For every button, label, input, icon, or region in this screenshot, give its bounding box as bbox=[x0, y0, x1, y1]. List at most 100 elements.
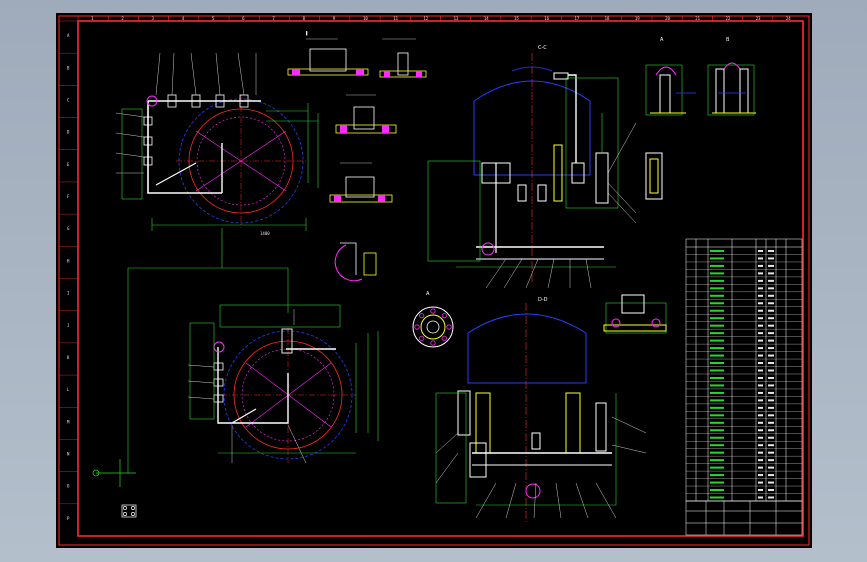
ucs-icon bbox=[92, 459, 137, 518]
zone-number-top: 19 bbox=[635, 16, 640, 21]
bolt-hole bbox=[430, 340, 436, 346]
parts-row-mark bbox=[710, 444, 724, 447]
parts-row-mark bbox=[768, 279, 774, 282]
parts-row-mark bbox=[710, 279, 724, 282]
zone-number-left: J bbox=[67, 323, 69, 328]
plan-view-bottom bbox=[187, 304, 379, 464]
zone-number-top: 15 bbox=[514, 16, 519, 21]
parts-row-mark bbox=[710, 466, 724, 469]
zone-number-top: 14 bbox=[484, 16, 489, 21]
parts-row-mark bbox=[768, 391, 774, 394]
parts-row-mark bbox=[758, 309, 763, 312]
parts-row-mark bbox=[758, 287, 763, 290]
parts-row-mark bbox=[758, 451, 763, 454]
parts-row-mark bbox=[710, 339, 724, 342]
zone-number-top: 9 bbox=[333, 16, 336, 21]
parts-row-mark bbox=[768, 414, 774, 417]
svg-text:D-D: D-D bbox=[538, 297, 548, 303]
parts-row-mark bbox=[758, 466, 763, 469]
parts-row-mark bbox=[710, 489, 724, 492]
zone-number-top: 1 bbox=[91, 16, 94, 21]
bolt-hole bbox=[414, 324, 420, 330]
parts-row-mark bbox=[768, 369, 774, 372]
parts-row-mark bbox=[768, 429, 774, 432]
bolt-hole bbox=[419, 313, 425, 319]
parts-row-mark bbox=[710, 391, 724, 394]
parts-row-mark bbox=[768, 459, 774, 462]
plan-view-top: 1400 bbox=[115, 52, 319, 473]
zone-number-left: C bbox=[67, 97, 70, 102]
parts-row-mark bbox=[768, 294, 774, 297]
tank-elevation-top: C-C bbox=[427, 45, 637, 289]
parts-row-mark bbox=[710, 496, 724, 499]
zone-number-top: 11 bbox=[393, 16, 398, 21]
zone-number-left: K bbox=[67, 355, 70, 360]
zone-number-top: 2 bbox=[121, 16, 124, 21]
flange-detail: A bbox=[412, 291, 454, 348]
zone-number-left: D bbox=[67, 130, 70, 135]
parts-row-mark bbox=[768, 421, 774, 424]
parts-row-mark bbox=[758, 459, 763, 462]
bolt-hole bbox=[441, 313, 447, 319]
parts-row-mark bbox=[758, 474, 763, 477]
side-views: A B bbox=[603, 37, 756, 334]
parts-row-mark bbox=[710, 474, 724, 477]
parts-row-mark bbox=[710, 376, 724, 379]
parts-row-mark bbox=[758, 249, 763, 252]
parts-row-mark bbox=[758, 272, 763, 275]
parts-row-mark bbox=[768, 376, 774, 379]
zone-number-top: 16 bbox=[544, 16, 549, 21]
bolt-hole bbox=[446, 324, 452, 330]
parts-row-mark bbox=[768, 332, 774, 335]
parts-row-mark bbox=[758, 302, 763, 305]
parts-row-mark bbox=[710, 332, 724, 335]
parts-row-mark bbox=[758, 429, 763, 432]
parts-row-mark bbox=[758, 496, 763, 499]
parts-row-mark bbox=[768, 406, 774, 409]
parts-row-mark bbox=[710, 384, 724, 387]
outer-frame bbox=[58, 15, 810, 546]
zone-number-left: G bbox=[67, 226, 70, 231]
parts-row-mark bbox=[768, 264, 774, 267]
parts-row-mark bbox=[768, 257, 774, 260]
parts-row-mark bbox=[758, 279, 763, 282]
svg-text:1400: 1400 bbox=[260, 231, 270, 236]
parts-row-mark bbox=[710, 294, 724, 297]
parts-row-mark bbox=[710, 399, 724, 402]
parts-row-mark bbox=[768, 384, 774, 387]
parts-row-mark bbox=[758, 436, 763, 439]
parts-list bbox=[685, 238, 803, 536]
parts-row-mark bbox=[768, 466, 774, 469]
parts-row-mark bbox=[768, 309, 774, 312]
parts-row-mark bbox=[768, 489, 774, 492]
zone-number-left: L bbox=[67, 387, 70, 392]
parts-row-mark bbox=[768, 444, 774, 447]
parts-row-mark bbox=[768, 354, 774, 357]
zone-number-top: 7 bbox=[272, 16, 275, 21]
parts-row-mark bbox=[710, 324, 724, 327]
parts-row-mark bbox=[710, 421, 724, 424]
parts-row-mark bbox=[758, 489, 763, 492]
parts-row-mark bbox=[710, 369, 724, 372]
bolt-hole bbox=[430, 308, 436, 314]
parts-row-mark bbox=[710, 302, 724, 305]
parts-row-mark bbox=[758, 399, 763, 402]
svg-text:B: B bbox=[726, 37, 730, 43]
parts-row-mark bbox=[768, 399, 774, 402]
zone-number-top: 8 bbox=[303, 16, 306, 21]
parts-row-mark bbox=[710, 459, 724, 462]
parts-row-mark bbox=[758, 339, 763, 342]
parts-row-mark bbox=[758, 481, 763, 484]
parts-row-mark bbox=[768, 481, 774, 484]
parts-row-mark bbox=[768, 302, 774, 305]
parts-row-mark bbox=[768, 249, 774, 252]
parts-row-mark bbox=[710, 406, 724, 409]
zone-number-left: B bbox=[67, 65, 70, 70]
parts-row-mark bbox=[710, 287, 724, 290]
parts-row-mark bbox=[758, 317, 763, 320]
parts-row-mark bbox=[758, 264, 763, 267]
parts-row-mark bbox=[768, 339, 774, 342]
